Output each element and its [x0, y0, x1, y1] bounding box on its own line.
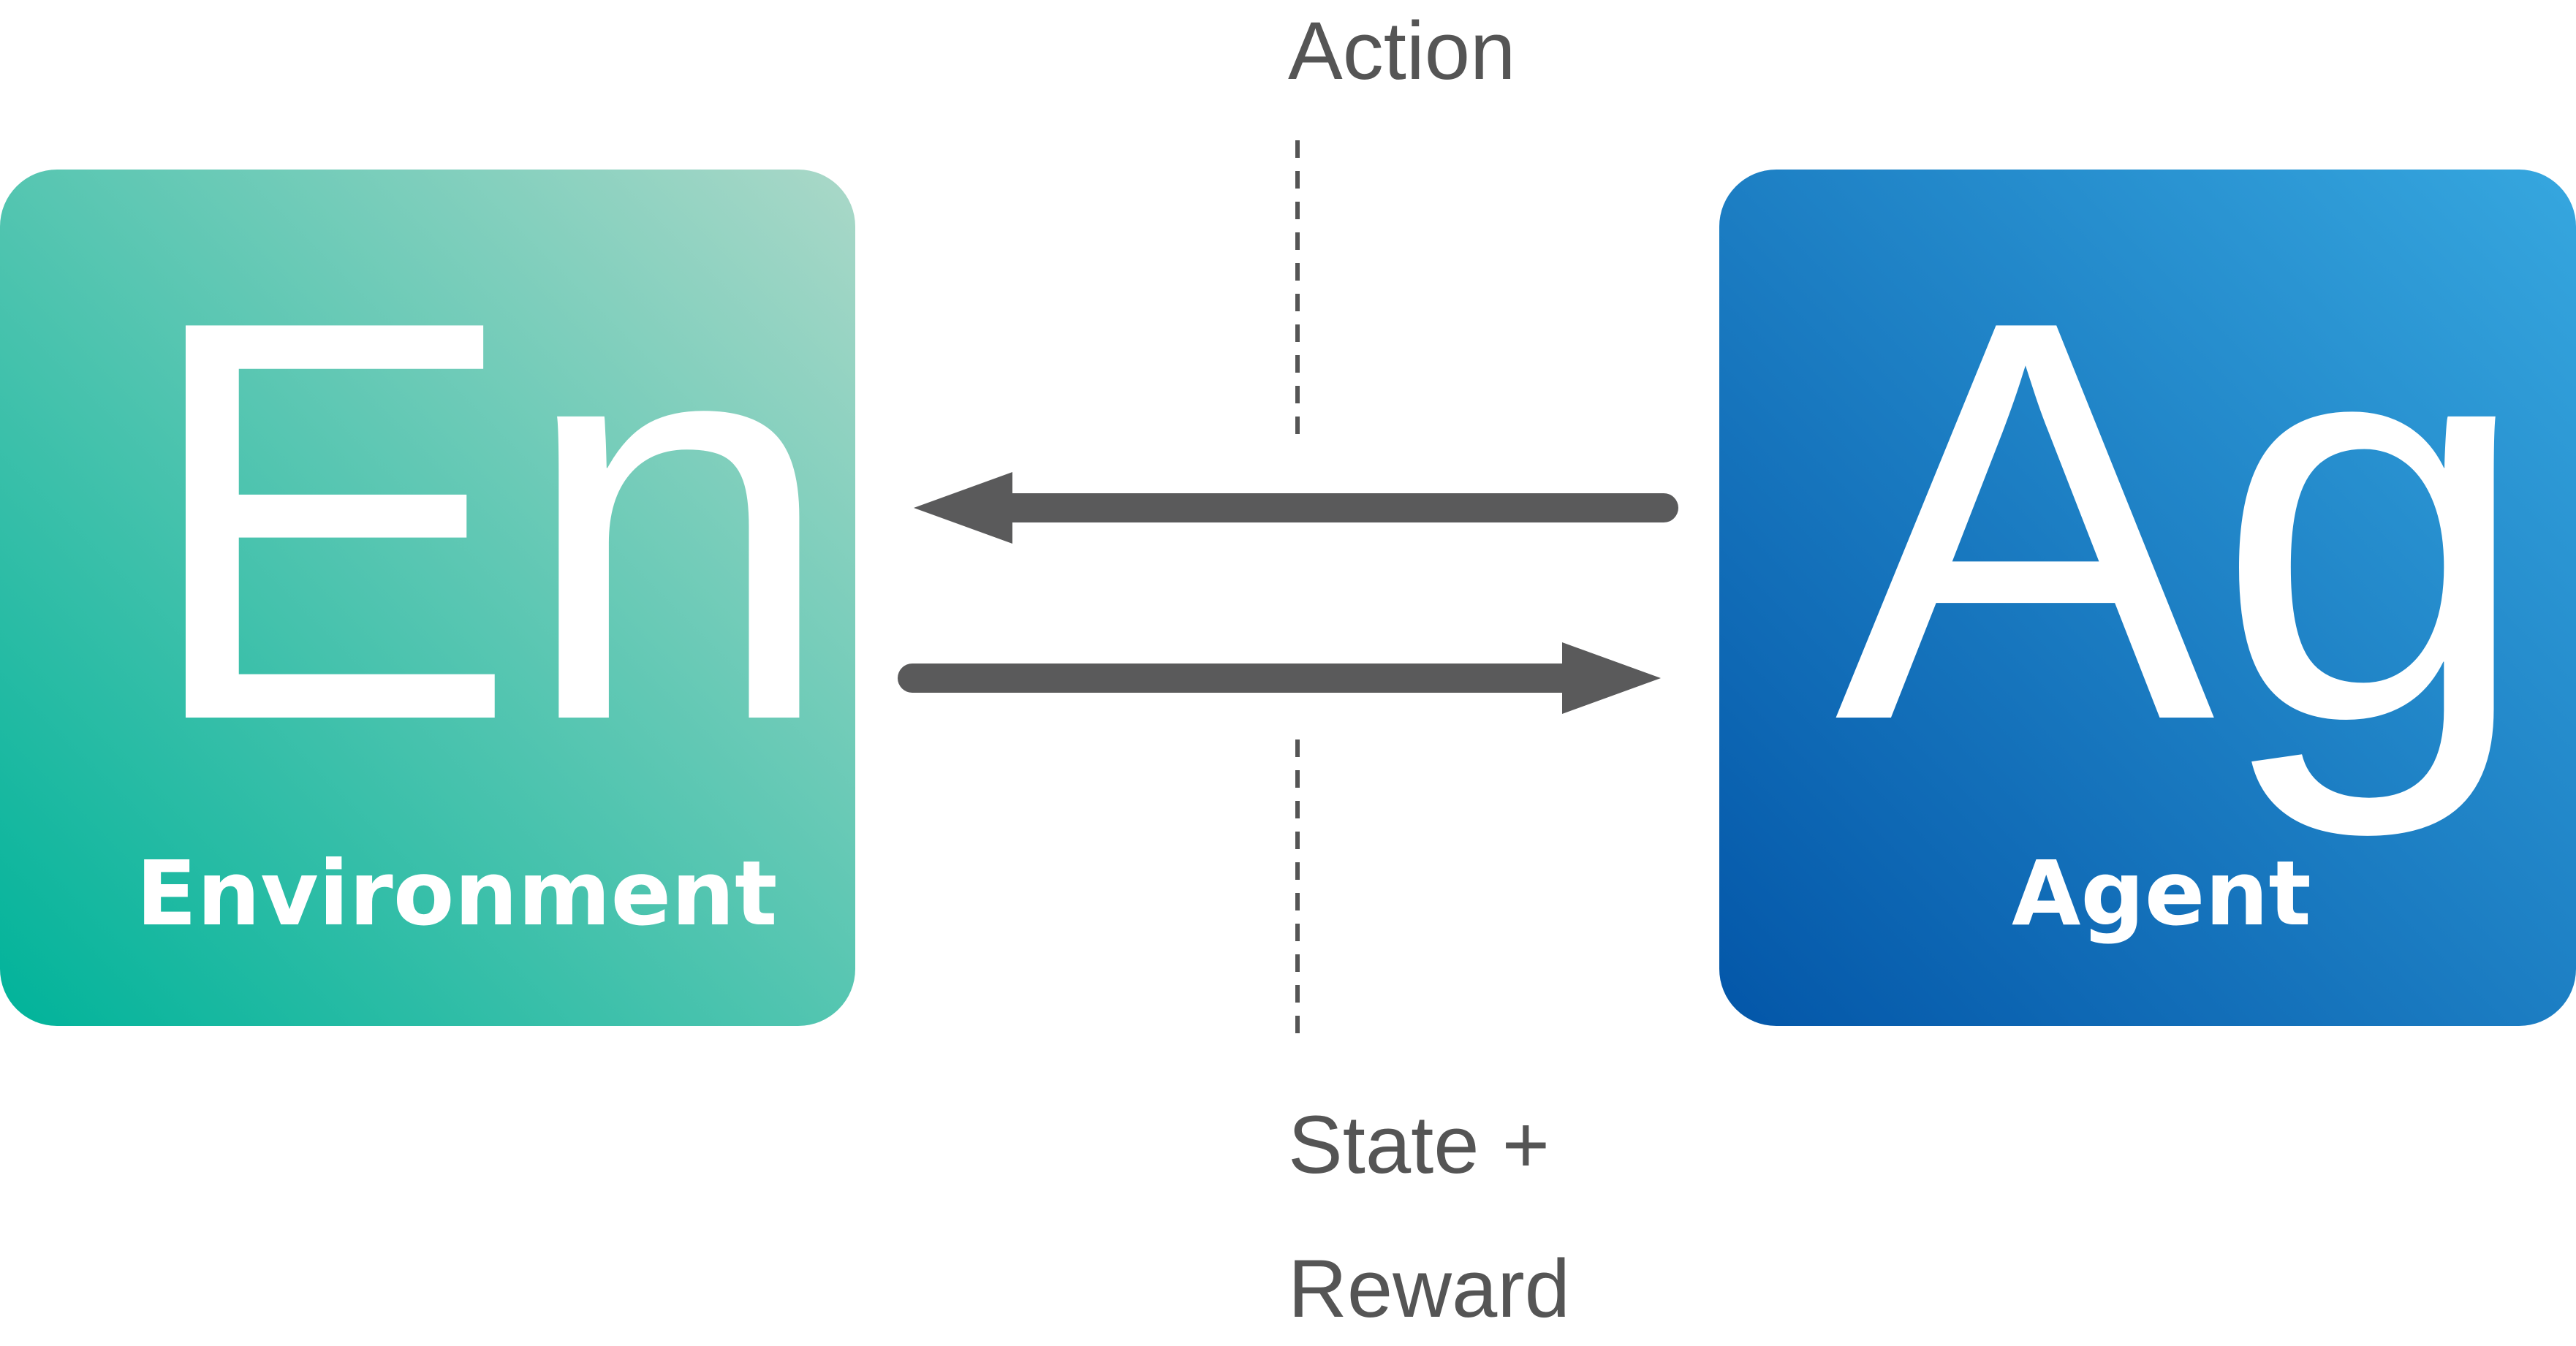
- environment-name: Environment: [136, 842, 777, 946]
- agent-tile: Ag Agent: [1719, 170, 2576, 1026]
- environment-symbol: En: [139, 202, 836, 839]
- state-arrow: [898, 642, 1661, 714]
- state-arrow-head: [1562, 642, 1661, 714]
- action-arrow-head: [914, 472, 1012, 544]
- agent-name: Agent: [2012, 842, 2311, 946]
- agent-symbol: Ag: [1835, 202, 2532, 843]
- environment-tile-background: [0, 170, 855, 1026]
- agent-tile-background: [1719, 170, 2576, 1026]
- environment-tile: En Environment: [0, 170, 855, 1026]
- action-label: Action: [1288, 5, 1515, 96]
- state-label: State +: [1288, 1099, 1550, 1190]
- action-arrow: [914, 472, 1678, 544]
- reward-label: Reward: [1288, 1243, 1570, 1334]
